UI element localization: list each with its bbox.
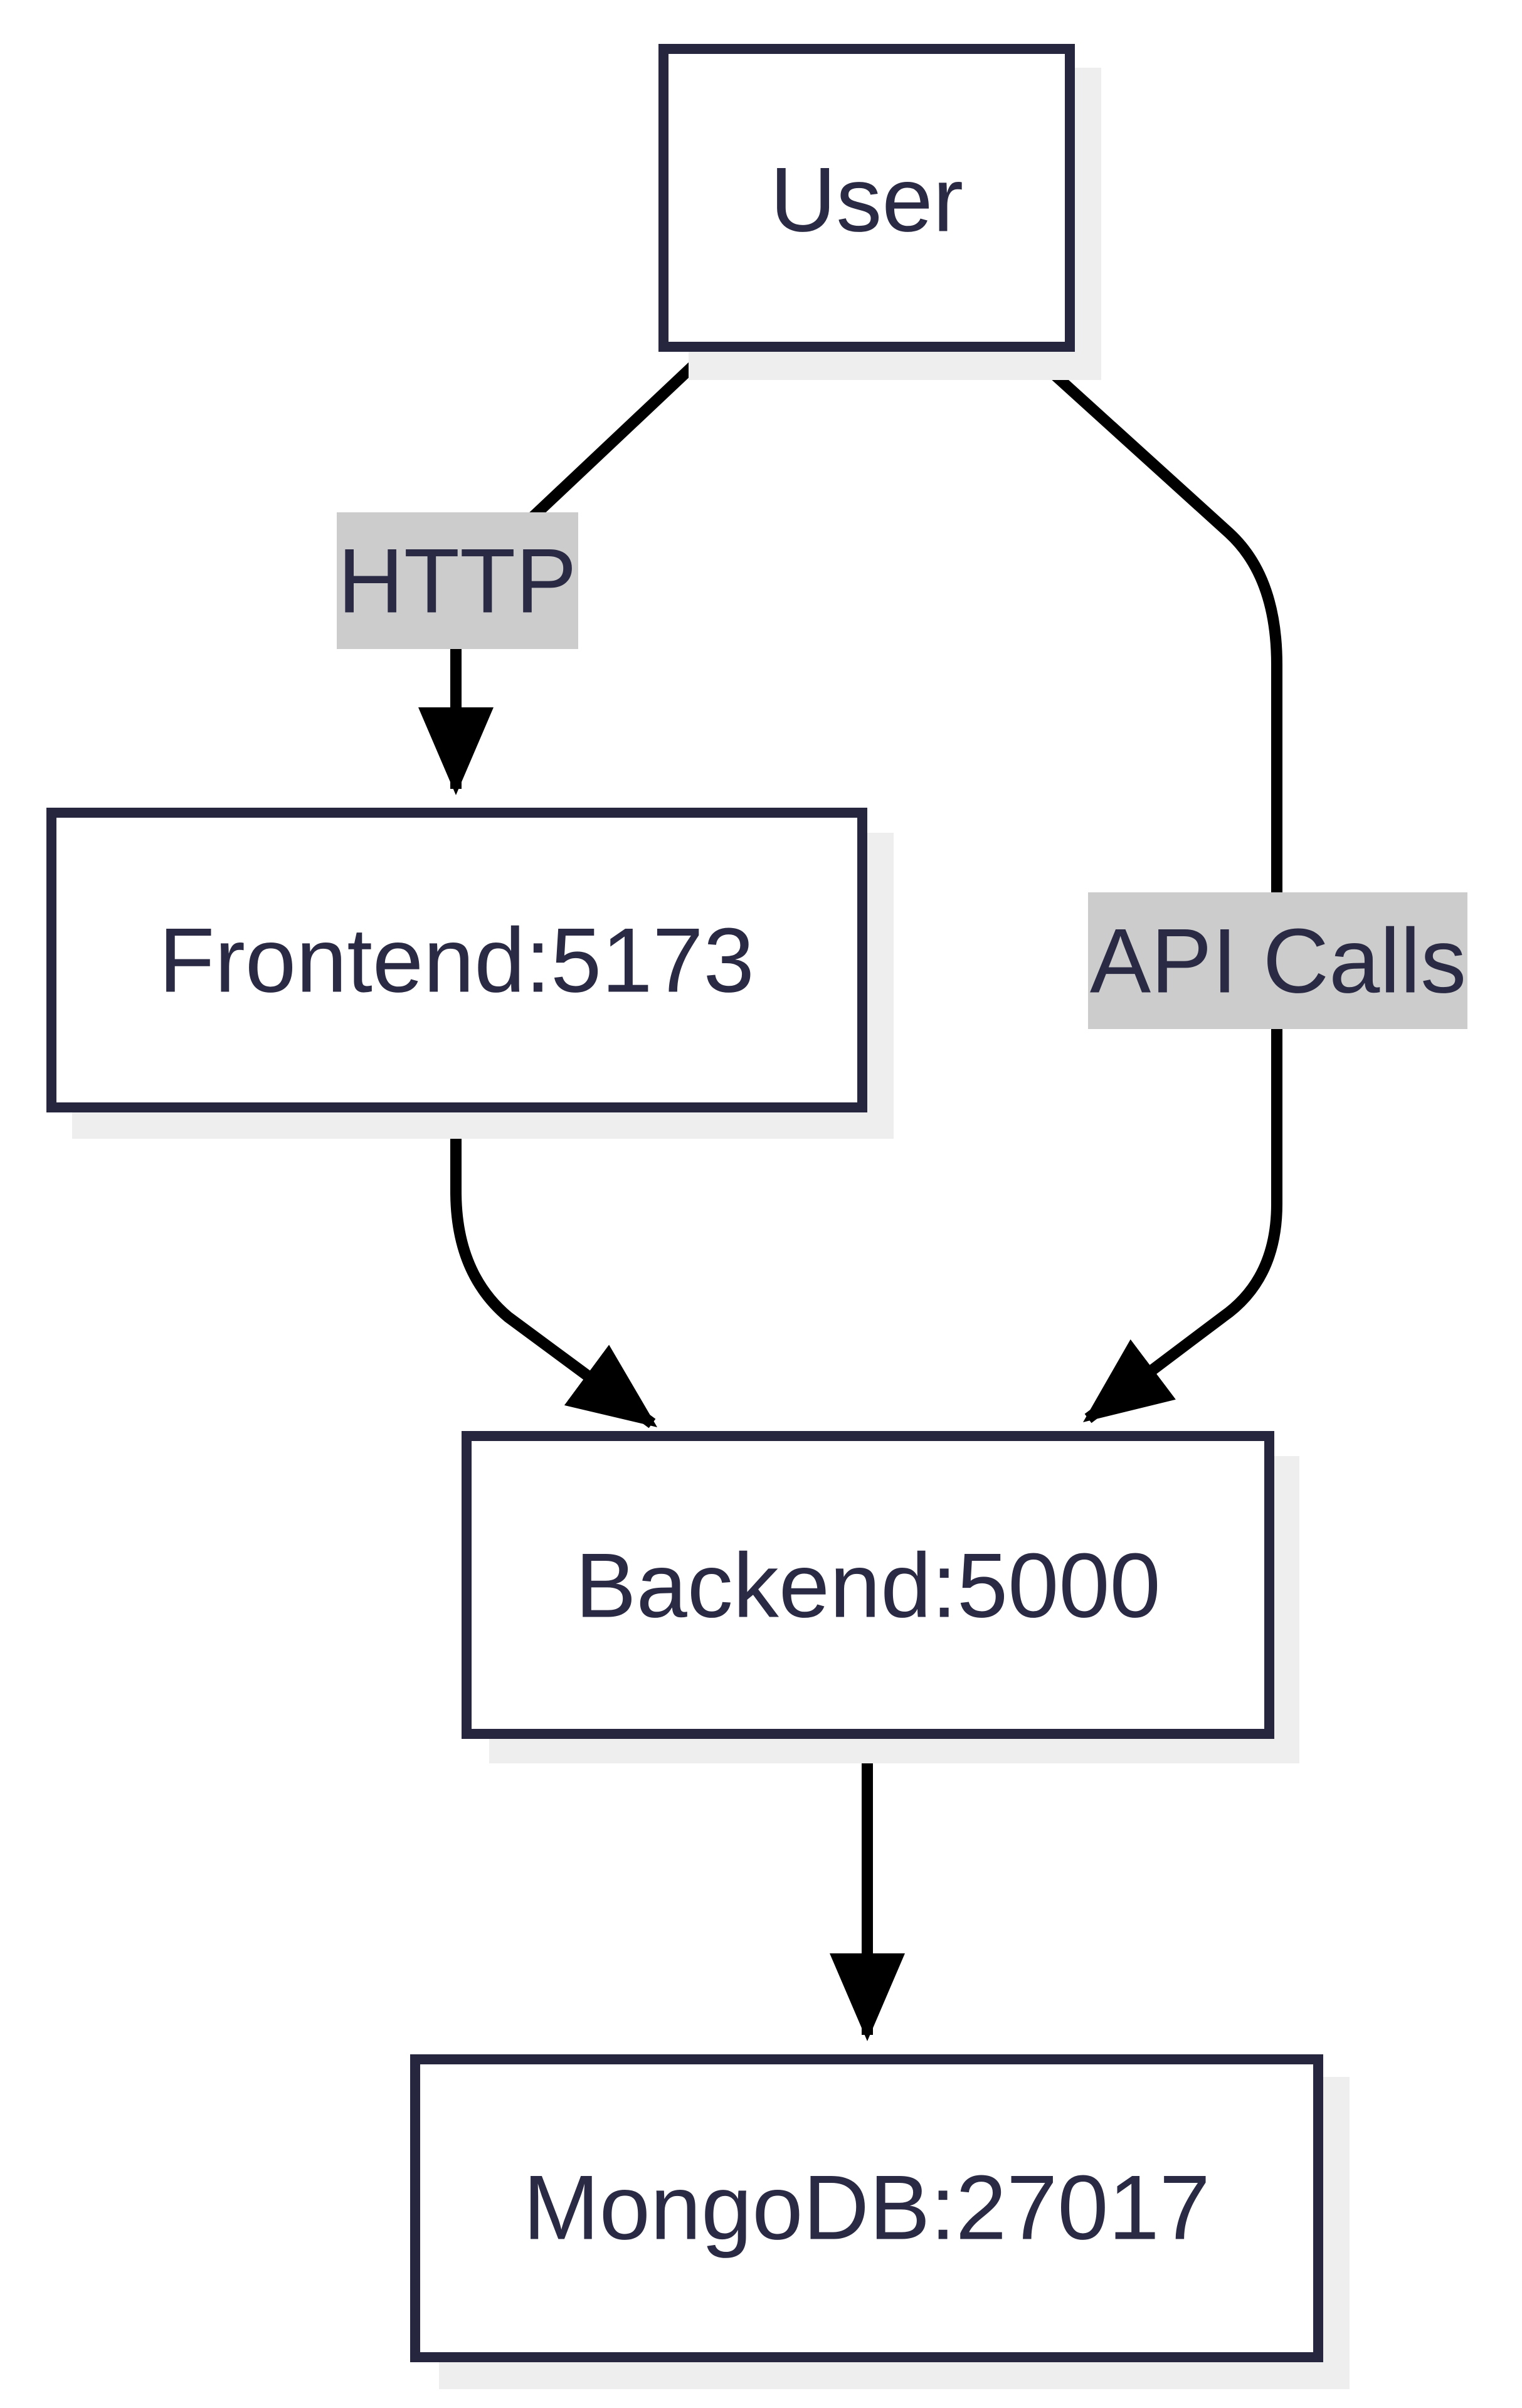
- edge-label-api-calls-bg: [1088, 892, 1467, 1029]
- edge-frontend-backend-line: [450, 1107, 658, 1428]
- node-backend-label: Backend:5000: [575, 1534, 1161, 1637]
- edge-label-http-bg: [337, 512, 578, 649]
- node-user-label: User: [770, 149, 963, 251]
- edge-label-http-text: HTTP: [337, 530, 576, 632]
- edge-label-api-calls-text: API Calls: [1090, 910, 1466, 1012]
- node-mongodb-box: [410, 2054, 1323, 2362]
- edge-user-backend: [1024, 347, 1282, 1423]
- node-frontend-label: Frontend:5173: [159, 909, 754, 1011]
- edge-user-backend-line: [1024, 347, 1282, 1423]
- node-backend-box: [462, 1431, 1274, 1739]
- edge-label-api-calls: API Calls: [1088, 892, 1467, 1029]
- node-user[interactable]: User: [658, 44, 1101, 380]
- edge-label-http: HTTP: [337, 512, 578, 649]
- node-backend[interactable]: Backend:5000: [462, 1431, 1299, 1763]
- node-mongodb-label: MongoDB:27017: [523, 2157, 1210, 2259]
- edge-frontend-backend: [450, 1107, 658, 1428]
- node-mongodb[interactable]: MongoDB:27017: [410, 2054, 1350, 2389]
- node-frontend[interactable]: Frontend:5173: [46, 808, 894, 1139]
- node-frontend-box: [46, 808, 867, 1112]
- node-user-box: [658, 44, 1075, 352]
